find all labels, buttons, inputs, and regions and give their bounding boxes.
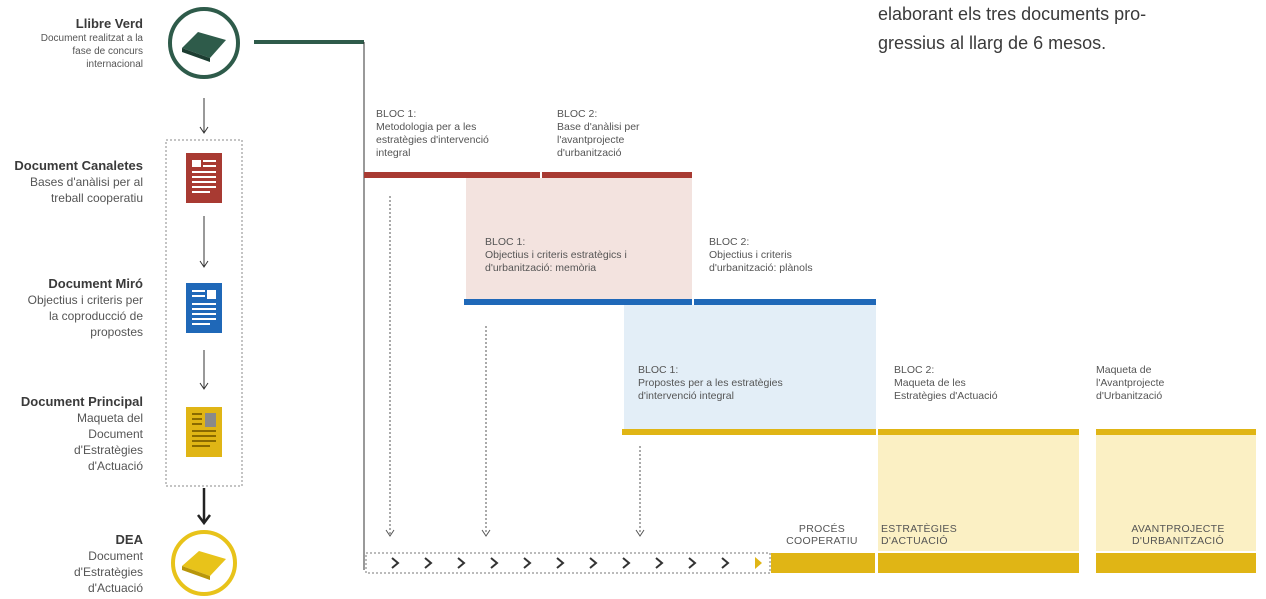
bloc-title: BLOC 1: (638, 364, 679, 376)
doc-desc-line: Maqueta del (76, 411, 143, 425)
red-document-icon (186, 153, 222, 203)
process-track (365, 552, 771, 574)
dotted-arrowhead-1 (385, 529, 395, 537)
doc-title: Document Canaletes (14, 158, 143, 173)
bloc-principal-1: BLOC 1: Propostes per a les estratègies … (638, 364, 783, 403)
bloc-miro-2: BLOC 2: Objectius i criteris d'urbanitza… (709, 236, 813, 275)
yellow-book-icon (171, 530, 237, 596)
phase-line: AVANTPROJECTE (1131, 523, 1225, 535)
yellow-document-icon (186, 407, 222, 457)
bloc-line: Objectius i criteris (709, 249, 792, 261)
bloc-title: BLOC 2: (557, 108, 598, 120)
red-bar-2 (542, 172, 692, 178)
doc-canaletes: Document Canaletes Bases d'anàlisi per a… (0, 158, 143, 206)
canaletes-shade (466, 178, 692, 300)
bloc-principal-2: BLOC 2: Maqueta de les Estratègies d'Act… (894, 364, 998, 403)
blue-bar-1 (464, 299, 692, 305)
miro-shade (624, 305, 876, 429)
bloc-line: d'urbanització: plànols (709, 262, 813, 274)
doc-miro: Document Miró Objectius i criteris per l… (0, 276, 143, 340)
green-book-icon (168, 7, 240, 79)
doc-desc-line: d'Actuació (88, 459, 143, 473)
doc-title: Llibre Verd (75, 16, 143, 31)
doc-desc-line: propostes (90, 325, 143, 339)
red-bar-1 (364, 172, 540, 178)
doc-desc-line: la coproducció de (48, 309, 143, 323)
bloc-line: d'urbanització: memòria (485, 262, 597, 274)
phase-bar-1 (771, 553, 875, 573)
doc-desc-line: d'Estratègies (74, 443, 143, 457)
phase-line: D'URBANITZACIÓ (1132, 535, 1224, 547)
bloc-title: BLOC 2: (894, 364, 935, 376)
chevrons (391, 557, 730, 569)
dotted-arrowhead-3 (635, 529, 645, 537)
intro-line-2: gressius al llarg de 6 mesos. (878, 33, 1107, 53)
doc-desc-line: Bases d'anàlisi per al (29, 175, 143, 189)
doc-desc-line: internacional (86, 59, 143, 70)
bloc-canaletes-2: BLOC 2: Base d'anàlisi per l'avantprojec… (557, 108, 640, 160)
doc-title: Document Principal (20, 394, 143, 409)
doc-title: DEA (115, 532, 143, 547)
blue-bar-2 (694, 299, 876, 305)
doc-title: Document Miró (48, 276, 143, 291)
phase-line: PROCÉS (798, 523, 846, 535)
documents-container (165, 139, 243, 487)
yellow-bar-2 (878, 429, 1079, 435)
yellow-bar-1 (622, 429, 876, 435)
phase-line: COOPERATIU (786, 535, 858, 547)
bloc-canaletes-1: BLOC 1: Metodologia per a les estratègie… (376, 108, 489, 160)
bloc-line: Metodologia per a les (376, 121, 477, 133)
blue-document-icon (186, 283, 222, 333)
phase-estrategies-actuacio: ESTRATÈGIES D'ACTUACIÓ (881, 523, 957, 547)
intro-text: elaborant els tres documents pro- gressi… (878, 0, 1146, 58)
bloc-principal-3: Maqueta de l'Avantprojecte d'Urbanitzaci… (1096, 364, 1164, 403)
doc-desc-line: Objectius i criteris per (27, 293, 143, 307)
bloc-line: d'intervenció integral (638, 390, 734, 402)
bloc-line: estratègies d'intervenció (376, 134, 489, 146)
bloc-miro-1: BLOC 1: Objectius i criteris estratègics… (485, 236, 627, 275)
avantprojecte-shade (1096, 435, 1256, 551)
estrategies-shade (878, 435, 1079, 551)
yellow-bar-3 (1096, 429, 1256, 435)
bloc-line: d'urbanització (557, 147, 622, 159)
bloc-line: Propostes per a les estratègies (638, 377, 783, 389)
doc-principal: Document Principal Maqueta del Document … (0, 394, 143, 474)
doc-llibre-verd: Llibre Verd Document realitzat a la fase… (0, 16, 143, 71)
bloc-line: Estratègies d'Actuació (894, 390, 998, 402)
bloc-title: BLOC 1: (485, 236, 526, 248)
doc-desc-line: Document (88, 427, 143, 441)
phase-line: D'ACTUACIÓ (881, 535, 948, 547)
bloc-line: Maqueta de les (894, 377, 966, 389)
bloc-line: Maqueta de (1096, 364, 1152, 376)
bloc-line: Base d'anàlisi per (557, 121, 640, 133)
doc-desc-line: fase de concurs (72, 46, 143, 57)
yellow-chevron (755, 557, 762, 569)
phase-bar-2 (878, 553, 1079, 573)
doc-desc-line: d'Actuació (88, 581, 143, 595)
bloc-line: l'avantprojecte (557, 134, 625, 146)
bloc-title: BLOC 2: (709, 236, 750, 248)
phase-bar-3 (1096, 553, 1256, 573)
doc-dea: DEA Document d'Estratègies d'Actuació (0, 532, 143, 596)
dotted-arrowhead-2 (481, 529, 491, 537)
intro-line-1: elaborant els tres documents pro- (878, 4, 1147, 24)
bloc-line: Objectius i criteris estratègics i (485, 249, 627, 261)
doc-desc-line: Document (88, 549, 143, 563)
phase-avantprojecte: AVANTPROJECTE D'URBANITZACIÓ (1108, 523, 1248, 547)
doc-desc-line: treball cooperatiu (50, 191, 143, 205)
bloc-line: integral (376, 147, 411, 159)
bloc-title: BLOC 1: (376, 108, 417, 120)
phase-proces-cooperatiu: PROCÉS COOPERATIU (770, 523, 874, 547)
doc-desc-line: d'Estratègies (74, 565, 143, 579)
phase-line: ESTRATÈGIES (881, 523, 958, 535)
bloc-line: d'Urbanització (1096, 390, 1163, 402)
doc-desc-line: Document realitzat a la (40, 33, 143, 44)
bloc-line: l'Avantprojecte (1096, 377, 1165, 389)
